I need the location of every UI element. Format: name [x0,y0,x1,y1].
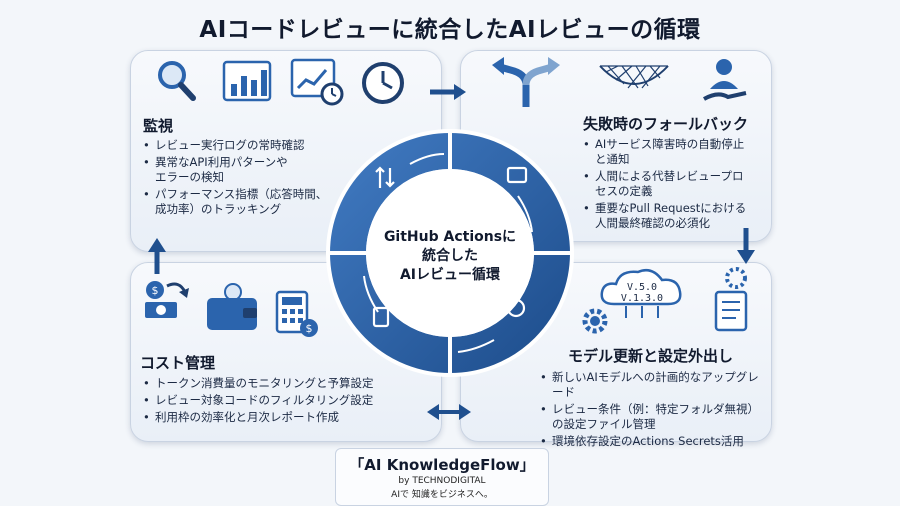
center-line: AIレビュー循環 [399,267,501,283]
cycle-center-label: GitHub Actionsに 統合した AIレビュー循環 [370,228,530,285]
page-title: AIコードレビューに統合したAIレビューの循環 [199,17,701,43]
list-item: 環境依存設定のActions Secrets活用 [540,434,768,449]
list-item: 新しいAIモデルへの計画的なアップグレード [540,370,768,400]
monitoring-title: 監視 [143,117,174,135]
version-label: V.5.0 [627,282,657,293]
list-item: 人間による代替レビュープロ セスの定義 [583,169,768,199]
calculator-icon: $ [275,290,318,337]
list-item: レビュー条件（例：特定フォルダ無視） の設定ファイル管理 [540,402,768,432]
clock-icon [362,62,404,104]
money-transfer-icon: $ [145,281,189,318]
model-update-list: 新しいAIモデルへの計画的なアップグレード レビュー条件（例：特定フォルダ無視）… [540,370,768,451]
svg-text:$: $ [306,322,313,335]
center-line: GitHub Actionsに [383,229,517,245]
fallback-list: AIサービス障害時の自動停止 と通知 人間による代替レビュープロ セスの定義 重… [583,137,768,233]
line-chart-icon [290,58,344,106]
list-item: 重要なPull Requestにおける 人間最終確認の必須化 [583,201,768,231]
list-item: 異常なAPI利用パターンや エラーの検知 [143,155,363,185]
arrow-up-icon [148,238,166,274]
list-item: トークン消費量のモニタリングと予算設定 [143,376,423,391]
arrow-down-icon [737,228,755,264]
cloud-icon: V.5.0 V.1.3.0 [600,269,682,318]
cost-list: トークン消費量のモニタリングと予算設定 レビュー対象コードのフィルタリング設定 … [143,376,423,427]
fallback-title: 失敗時のフォールバック [583,115,749,133]
brand-by: by TECHNODIGITAL [398,476,486,486]
center-line: 統合した [422,248,478,264]
list-item: 利用枠の効率化と月次レポート作成 [143,410,423,425]
brand-box: 「AI KnowledgeFlow」 by TECHNODIGITAL AIで … [335,448,549,506]
list-item: パフォーマンス指標（応答時間、 成功率）のトラッキング [143,187,363,217]
monitoring-list: レビュー実行ログの常時確認 異常なAPI利用パターンや エラーの検知 パフォーマ… [143,138,363,219]
safety-net-icon [599,65,669,89]
list-item: レビュー対象コードのフィルタリング設定 [143,393,423,408]
person-hand-icon [703,59,747,101]
wallet-icon [207,283,257,330]
version-label: V.1.3.0 [621,293,663,304]
brand-name: 「AI KnowledgeFlow」 [349,456,535,474]
cost-title: コスト管理 [140,354,216,372]
gear-icon [582,308,608,334]
list-item: AIサービス障害時の自動停止 と通知 [583,137,768,167]
bar-chart-icon [222,60,272,102]
brand-tagline: AIで 知識をビジネスへ。 [391,490,493,500]
svg-text:$: $ [152,284,159,297]
arrow-bidirectional-icon [427,404,471,420]
split-arrow-icon [492,57,560,107]
cycle-ring [326,129,574,377]
document-icon [714,267,748,332]
list-item: レビュー実行ログの常時確認 [143,138,363,153]
magnifier-icon [158,61,196,101]
arrow-right-icon [430,84,466,100]
model-update-title: モデル更新と設定外出し [568,347,734,365]
